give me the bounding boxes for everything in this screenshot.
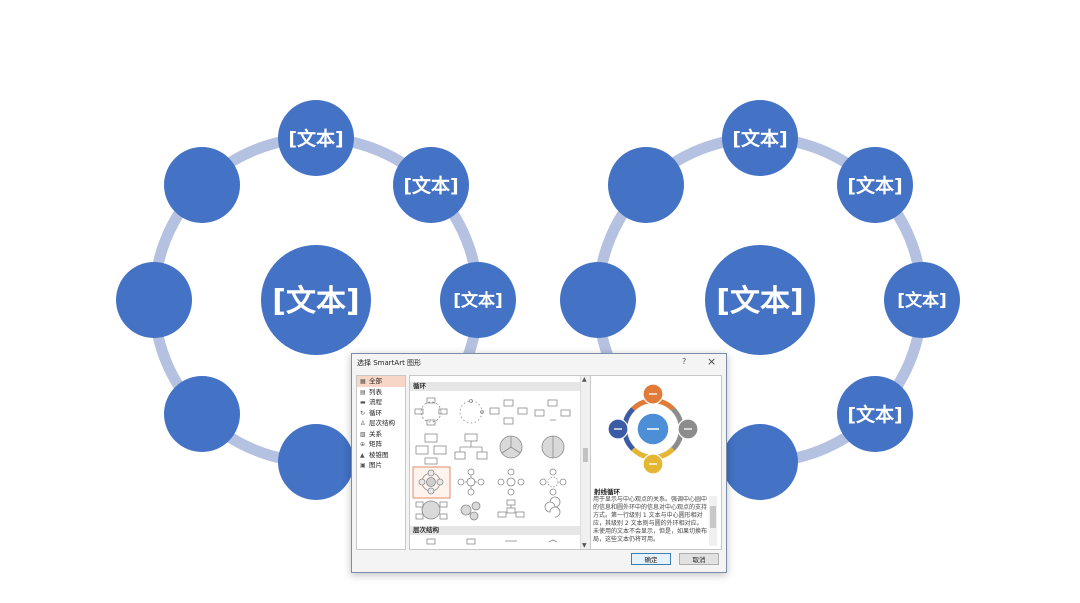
layout-thumbnails bbox=[412, 397, 571, 545]
gallery-scrollbar[interactable]: ▲ ▼ bbox=[580, 376, 590, 549]
category-label: 全部 bbox=[369, 377, 382, 385]
outer-circle-text: [文本] bbox=[847, 403, 902, 426]
layout-thumbnail[interactable] bbox=[544, 496, 561, 518]
category-picture[interactable]: ▣图片 bbox=[357, 460, 405, 471]
category-pyramid[interactable]: ▲ 棱锥图 bbox=[357, 450, 405, 461]
layout-thumbnail[interactable] bbox=[415, 433, 447, 465]
category-label: 层次结构 bbox=[369, 419, 395, 427]
outer-circle[interactable] bbox=[560, 262, 636, 338]
category-label: 关系 bbox=[369, 429, 382, 438]
layout-gallery: 循环 层次结构 bbox=[409, 375, 591, 550]
category-list: ▦全部 ▤列表 ▬流程 ↻循环 ♙层次结构 ▧关系 ⊕矩阵 ▲ 棱锥图 ▣图片 bbox=[356, 375, 406, 550]
outer-circle[interactable] bbox=[837, 376, 913, 452]
relationship-icon: ▧ bbox=[360, 430, 366, 438]
radial-cycle-left: [文本] [文本] [文本] [文本] bbox=[116, 100, 516, 500]
layout-thumbnail-radial-cycle[interactable] bbox=[418, 469, 444, 495]
outer-circle[interactable] bbox=[116, 262, 192, 338]
layout-thumbnail[interactable] bbox=[459, 399, 484, 424]
category-process[interactable]: ▬流程 bbox=[357, 397, 405, 408]
section-header-cycle: 循环 bbox=[410, 382, 583, 391]
center-circle-text: [文本] bbox=[272, 284, 359, 319]
outer-circle[interactable] bbox=[393, 147, 469, 223]
grid-icon: ▦ bbox=[360, 378, 366, 385]
outer-circle-text: [文本] bbox=[897, 290, 947, 311]
category-label: 棱锥图 bbox=[369, 450, 389, 459]
layout-thumbnail[interactable] bbox=[548, 539, 558, 543]
ok-button[interactable]: 确定 bbox=[631, 553, 671, 565]
category-matrix[interactable]: ⊕矩阵 bbox=[357, 439, 405, 450]
list-icon: ▤ bbox=[360, 388, 366, 396]
help-button[interactable]: ? bbox=[682, 357, 687, 366]
hierarchy-icon: ♙ bbox=[360, 420, 366, 427]
category-label: 循环 bbox=[369, 408, 382, 417]
outer-circle-text: [文本] bbox=[288, 127, 343, 150]
layout-thumbnail[interactable] bbox=[539, 468, 567, 496]
outer-circle-text: [文本] bbox=[403, 174, 458, 197]
center-circle[interactable] bbox=[705, 245, 815, 355]
outer-circle[interactable] bbox=[722, 424, 798, 500]
scroll-thumb[interactable] bbox=[583, 448, 588, 462]
layout-thumbnail[interactable] bbox=[534, 399, 571, 421]
outer-circle[interactable] bbox=[164, 147, 240, 223]
layout-thumbnail[interactable] bbox=[499, 435, 523, 459]
layout-thumbnail[interactable] bbox=[460, 501, 481, 521]
outer-circle[interactable] bbox=[884, 262, 960, 338]
section-header-hierarchy: 层次结构 bbox=[410, 526, 583, 535]
layout-thumbnail[interactable] bbox=[489, 399, 528, 425]
preview-title: 射线循环 bbox=[594, 488, 620, 496]
category-label: 列表 bbox=[369, 387, 382, 396]
outer-circle-text: [文本] bbox=[453, 290, 503, 311]
category-all[interactable]: ▦全部 bbox=[357, 376, 405, 387]
center-circle-text: [文本] bbox=[716, 284, 803, 319]
category-label: 图片 bbox=[369, 461, 382, 469]
outer-circle[interactable] bbox=[278, 424, 354, 500]
picture-icon: ▣ bbox=[360, 462, 366, 469]
description-scrollbar[interactable] bbox=[709, 496, 717, 546]
category-hierarchy[interactable]: ♙层次结构 bbox=[357, 418, 405, 429]
outer-circle[interactable] bbox=[722, 100, 798, 176]
radial-cycle-right: [文本] [文本] [文本] [文本] [文本] bbox=[560, 100, 960, 500]
scroll-thumb[interactable] bbox=[710, 506, 716, 528]
layout-thumbnail[interactable] bbox=[541, 435, 565, 459]
preview-description: 用于显示与中心观点的关系。强调中心圆中的信息和圆外环中的信息对中心观点的支持方式… bbox=[593, 496, 707, 543]
outer-circle[interactable] bbox=[440, 262, 516, 338]
layout-thumbnail[interactable] bbox=[426, 538, 436, 545]
category-list-item[interactable]: ▤列表 bbox=[357, 387, 405, 398]
outer-circle[interactable] bbox=[837, 147, 913, 223]
center-circle[interactable] bbox=[261, 245, 371, 355]
scroll-up-icon[interactable]: ▲ bbox=[582, 376, 587, 383]
outer-circle[interactable] bbox=[164, 376, 240, 452]
layout-thumbnail[interactable] bbox=[414, 397, 448, 426]
layout-thumbnail[interactable] bbox=[466, 538, 476, 545]
outer-circle[interactable] bbox=[608, 147, 684, 223]
pyramid-icon: ▲ bbox=[360, 451, 365, 459]
preview-image bbox=[607, 383, 699, 475]
layout-thumbnail[interactable] bbox=[497, 499, 525, 518]
dialog-title: 选择 SmartArt 图形 bbox=[357, 359, 422, 367]
scroll-down-icon[interactable]: ▼ bbox=[582, 542, 587, 549]
cancel-button[interactable]: 取消 bbox=[679, 553, 719, 565]
category-label: 流程 bbox=[369, 398, 382, 406]
close-button[interactable]: × bbox=[707, 355, 717, 368]
matrix-icon: ⊕ bbox=[360, 441, 366, 448]
process-icon: ▬ bbox=[360, 399, 366, 406]
outer-circle-text: [文本] bbox=[732, 127, 787, 150]
outer-circle-text: [文本] bbox=[847, 174, 902, 197]
layout-thumbnail[interactable] bbox=[415, 500, 448, 520]
cycle-icon: ↻ bbox=[360, 409, 366, 417]
preview-pane: 射线循环 用于显示与中心观点的关系。强调中心圆中的信息和圆外环中的信息对中心观点… bbox=[590, 375, 722, 550]
layout-thumbnail[interactable] bbox=[497, 468, 525, 496]
smartart-dialog: 选择 SmartArt 图形 ? × ▦全部 ▤列表 ▬流程 ↻循环 ♙层次结构… bbox=[351, 353, 727, 573]
category-relationship[interactable]: ▧关系 bbox=[357, 429, 405, 440]
category-cycle[interactable]: ↻循环 bbox=[357, 408, 405, 419]
layout-thumbnail[interactable] bbox=[457, 468, 485, 496]
category-label: 矩阵 bbox=[369, 440, 382, 448]
layout-thumbnail[interactable] bbox=[454, 433, 488, 460]
outer-circle[interactable] bbox=[278, 100, 354, 176]
